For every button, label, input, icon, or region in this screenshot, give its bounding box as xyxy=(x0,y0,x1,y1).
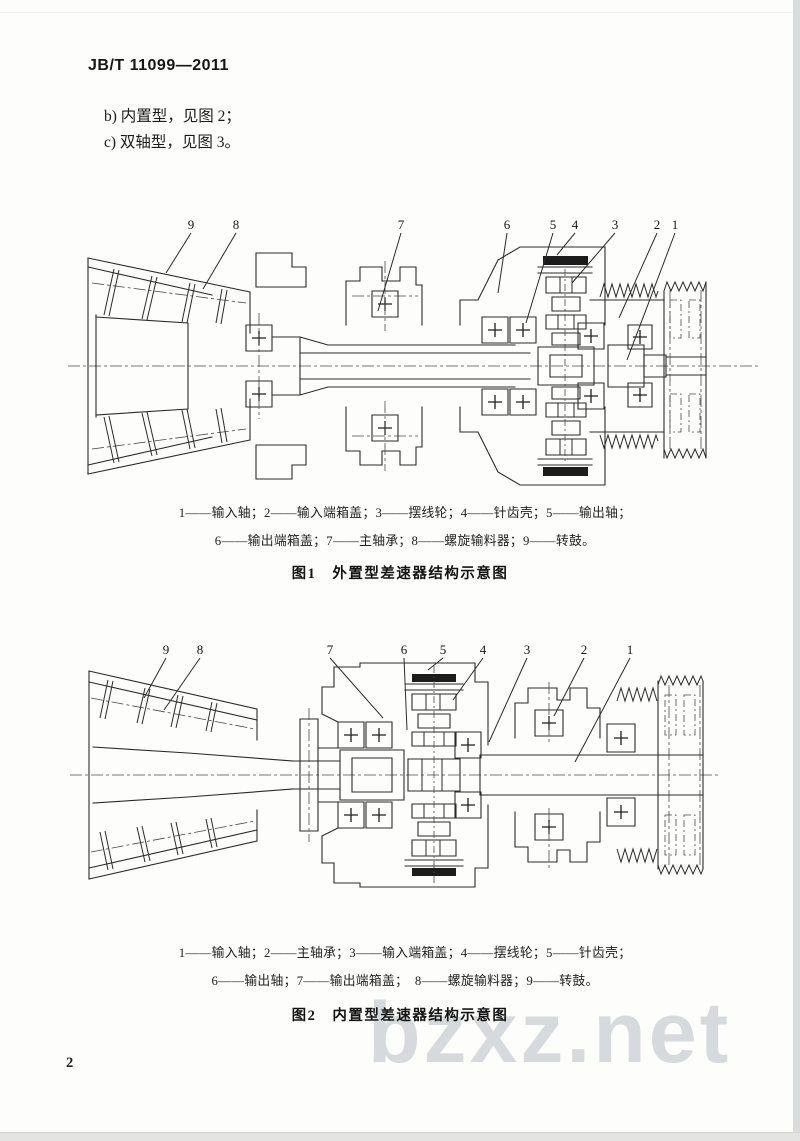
figure1-screw-conveyor xyxy=(103,268,228,464)
figure1-legend-line1: 1——输入轴；2——输入端箱盖；3——摆线轮；4——针齿壳；5——输出轴； xyxy=(178,506,632,520)
callout-4: 4 xyxy=(480,642,487,657)
callout-7: 7 xyxy=(398,217,405,232)
page-number: 2 xyxy=(66,1055,74,1071)
callout-5: 5 xyxy=(440,642,447,657)
figure1-reducer xyxy=(459,246,606,486)
list-item-b: b) 内置型，见图 2； xyxy=(104,108,241,125)
callout-3: 3 xyxy=(524,642,531,657)
list-item-c: c) 双轴型，见图 3。 xyxy=(104,134,241,151)
callout-1: 1 xyxy=(627,642,634,657)
callout-9: 9 xyxy=(188,217,195,232)
callout-1: 1 xyxy=(672,217,679,232)
figure1-shaft-tube xyxy=(299,336,531,396)
figure1-pulley xyxy=(663,280,707,460)
watermark: bzxz.net xyxy=(368,985,732,1081)
figure2-input-shaft xyxy=(479,723,704,827)
scan-edge-right xyxy=(793,0,800,1141)
scan-edge-bottom xyxy=(0,1132,800,1141)
figure2-pulley xyxy=(657,674,704,876)
figure2-drawing: 9 8 7 6 5 4 3 2 1 xyxy=(70,642,720,888)
figure1-drawing: 9 8 7 6 5 4 3 2 1 xyxy=(68,217,760,486)
figure1-caption: 图1 外置型差速器结构示意图 xyxy=(291,566,509,582)
standard-number: JB/T 11099—2011 xyxy=(88,57,229,74)
figure2-legend-line2: 6——输出轴；7——输出端箱盖； 8——螺旋输料器；9——转鼓。 xyxy=(211,974,599,988)
figure2-plate xyxy=(299,708,339,842)
figure1-main-bearing-bottom xyxy=(345,401,423,471)
figure1-bellows xyxy=(599,282,659,450)
figure2-caption: 图2 内置型差速器结构示意图 xyxy=(291,1008,509,1024)
figure2-callouts: 9 8 7 6 5 4 3 2 1 xyxy=(143,642,634,763)
callout-6: 6 xyxy=(504,217,511,232)
callout-6: 6 xyxy=(401,642,408,657)
callout-2: 2 xyxy=(654,217,661,232)
callout-8: 8 xyxy=(197,642,204,657)
figure1-callouts: 9 8 7 6 5 4 3 2 1 xyxy=(165,217,679,361)
scan-artifact-top-line xyxy=(0,12,800,13)
callout-7: 7 xyxy=(327,642,334,657)
figure1-drum-flange xyxy=(245,252,307,480)
callout-8: 8 xyxy=(233,217,240,232)
figure2-bearing-block-top xyxy=(514,682,601,742)
callout-5: 5 xyxy=(550,217,557,232)
figure2-reducer xyxy=(321,662,489,888)
callout-9: 9 xyxy=(163,642,170,657)
figure2-screw-conveyor xyxy=(99,679,218,871)
figure1-legend-line2: 6——输出端箱盖；7——主轴承；8——螺旋输料器；9——转鼓。 xyxy=(214,534,596,548)
intro-list: b) 内置型，见图 2； c) 双轴型，见图 3。 xyxy=(104,104,241,156)
figure1-output-shaft xyxy=(589,299,707,433)
figure2-bearing-block-bottom xyxy=(514,808,601,868)
callout-3: 3 xyxy=(612,217,619,232)
figure2-legend-line1: 1——输入轴；2——主轴承；3——输入端箱盖；4——摆线轮；5——针齿壳； xyxy=(178,946,632,960)
figure1-main-bearing-top xyxy=(345,261,423,331)
figure2-drum xyxy=(88,670,341,880)
callout-2: 2 xyxy=(581,642,588,657)
figure2-bellows xyxy=(616,686,658,864)
callout-4: 4 xyxy=(572,217,579,232)
